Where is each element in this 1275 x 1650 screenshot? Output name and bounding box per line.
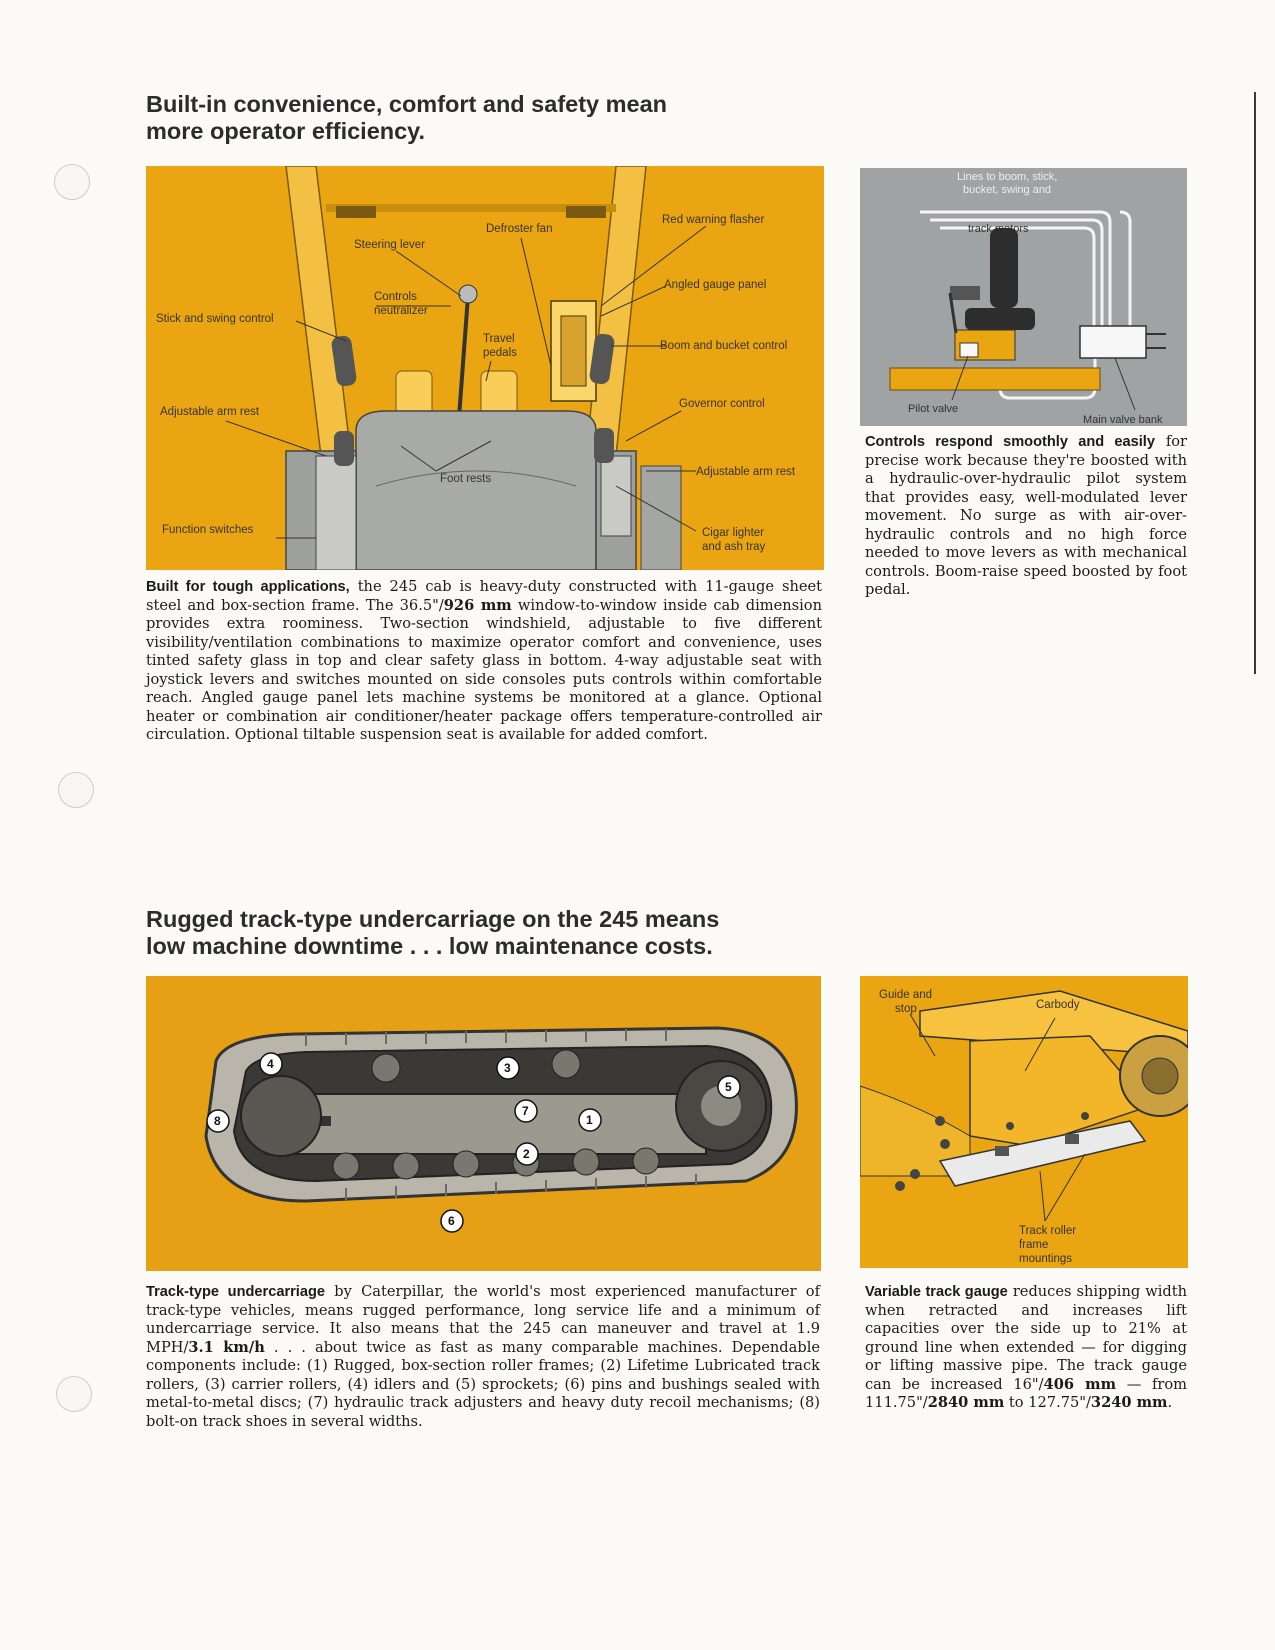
binder-hole-top bbox=[54, 164, 90, 200]
label-guide-stop-2: stop bbox=[895, 1003, 917, 1015]
label-lines-3: track motors bbox=[968, 223, 1029, 235]
label-travel-pedals-1: Travel bbox=[483, 333, 515, 345]
label-steering-lever: Steering lever bbox=[354, 239, 425, 251]
callout-5: 5 bbox=[725, 1080, 732, 1094]
pilot-controls-diagram: Lines to boom, stick, bucket, swing and … bbox=[860, 168, 1187, 426]
label-track-roller-1: Track roller bbox=[1019, 1225, 1076, 1237]
label-adjustable-arm-rest-left: Adjustable arm rest bbox=[160, 406, 260, 418]
controls-description: Controls respond smoothly and easily for… bbox=[865, 433, 1187, 598]
callout-8: 8 bbox=[214, 1114, 221, 1128]
label-cigar-lighter-2: and ash tray bbox=[702, 541, 766, 553]
callout-2: 2 bbox=[523, 1147, 530, 1161]
label-foot-rests: Foot rests bbox=[440, 473, 491, 485]
cab-description: Built for tough applications, the 245 ca… bbox=[146, 578, 822, 743]
label-defroster-fan: Defroster fan bbox=[486, 223, 552, 235]
callout-4: 4 bbox=[267, 1057, 274, 1071]
label-governor-control: Governor control bbox=[679, 398, 765, 410]
undercarriage-description: Track-type undercarriage by Caterpillar,… bbox=[146, 1283, 820, 1430]
label-lines-1: Lines to boom, stick, bbox=[957, 171, 1057, 183]
label-cigar-lighter-1: Cigar lighter bbox=[702, 527, 764, 539]
vertical-rule bbox=[1254, 92, 1256, 674]
label-lines-2: bucket, swing and bbox=[963, 184, 1051, 196]
label-controls-neutralizer-2: neutralizer bbox=[374, 305, 428, 317]
label-adjustable-arm-rest-right: Adjustable arm rest bbox=[696, 466, 796, 478]
track-gauge-illustration: Guide and stop Carbody Track roller fram… bbox=[860, 976, 1188, 1268]
label-boom-bucket-control: Boom and bucket control bbox=[660, 340, 787, 352]
label-travel-pedals-2: pedals bbox=[483, 347, 517, 359]
binder-hole-bottom bbox=[56, 1376, 92, 1412]
callout-1: 1 bbox=[586, 1113, 593, 1127]
callout-7: 7 bbox=[522, 1104, 529, 1118]
undercarriage-photo: 1 2 3 4 5 6 7 8 bbox=[146, 976, 821, 1271]
section-heading-cab: Built-in convenience, comfort and safety… bbox=[146, 91, 668, 144]
label-angled-gauge-panel: Angled gauge panel bbox=[664, 279, 766, 291]
label-pilot-valve: Pilot valve bbox=[908, 403, 958, 415]
callout-3: 3 bbox=[504, 1061, 511, 1075]
callout-6: 6 bbox=[448, 1214, 455, 1228]
label-function-switches: Function switches bbox=[162, 524, 254, 536]
track-gauge-description: Variable track gauge reduces shipping wi… bbox=[865, 1283, 1188, 1411]
label-main-valve-bank: Main valve bank bbox=[1083, 414, 1163, 426]
label-track-roller-2: frame bbox=[1019, 1239, 1048, 1251]
label-controls-neutralizer-1: Controls bbox=[374, 291, 417, 303]
cab-interior-illustration: Steering lever Defroster fan Red warning… bbox=[146, 166, 824, 570]
label-track-roller-3: mountings bbox=[1019, 1253, 1072, 1265]
section-heading-undercarriage: Rugged track-type undercarriage on the 2… bbox=[146, 906, 720, 959]
label-carbody: Carbody bbox=[1036, 999, 1080, 1011]
binder-hole-middle bbox=[58, 772, 94, 808]
label-stick-swing-control: Stick and swing control bbox=[156, 313, 274, 325]
label-guide-stop-1: Guide and bbox=[879, 989, 932, 1001]
label-red-warning-flasher: Red warning flasher bbox=[662, 214, 764, 226]
